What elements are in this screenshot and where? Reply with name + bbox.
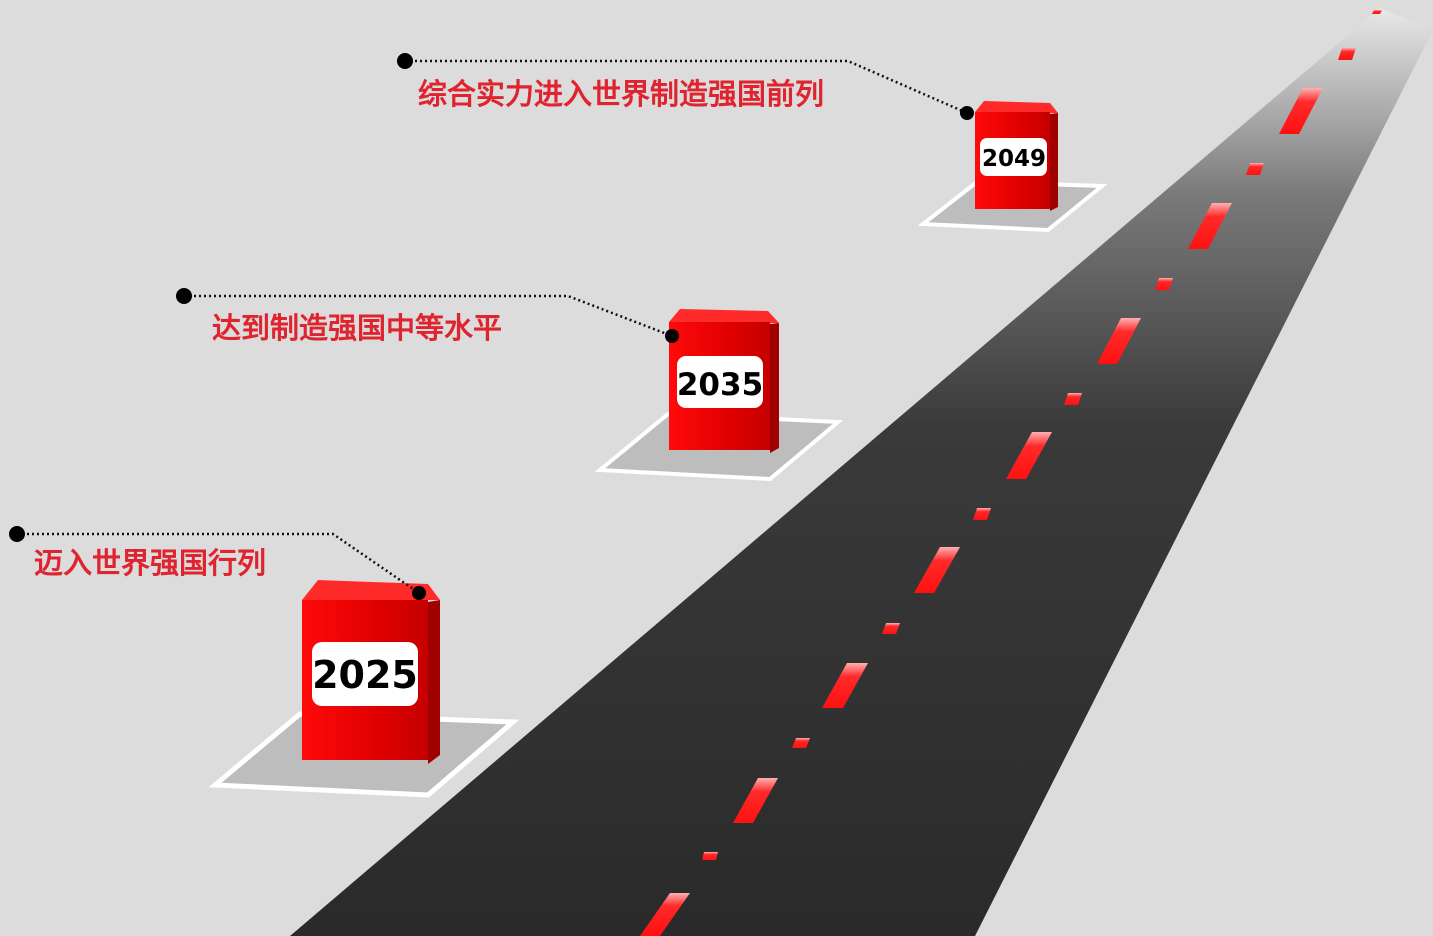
milestone-top [975,101,1058,113]
label-2025: 迈入世界强国行列 [34,546,266,580]
milestone-2025 [208,580,520,798]
year-plate [312,642,418,706]
milestone-side [428,600,440,764]
dot-2025-start [9,526,25,542]
year-plate [980,138,1047,176]
leader-lines [17,59,968,595]
dot-2035-start [176,288,192,304]
leader-line-2025 [17,532,420,595]
milestone-side [1050,113,1058,211]
road [290,8,1433,936]
milestone-top [669,309,779,323]
label-2035: 达到制造强国中等水平 [212,311,502,345]
dot-2049-start [397,53,413,69]
leader-dots [9,53,974,600]
dot-2035-end [665,329,679,343]
milestone-top [302,580,440,600]
year-2035: 2035 [677,367,763,403]
year-2025: 2025 [312,653,418,697]
year-plate [677,356,763,408]
milestone-2035 [594,309,844,482]
milestone-2049 [917,101,1108,233]
dot-2025-end [412,586,426,600]
year-2049: 2049 [982,146,1046,172]
milestone-side [770,323,779,453]
label-2049: 综合实力进入世界制造强国前列 [418,77,824,111]
lane-markings [640,10,1382,936]
dot-2049-end [960,106,974,120]
